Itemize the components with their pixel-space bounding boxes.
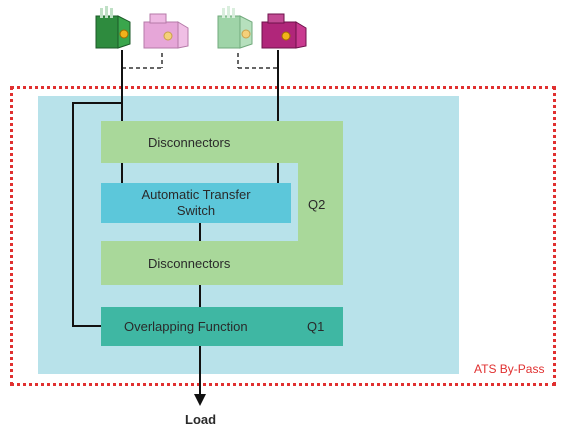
disconnectors-bottom: Disconnectors	[101, 241, 343, 285]
ats-label-line1: Automatic Transfer	[141, 187, 251, 202]
q1-label: Q1	[307, 319, 325, 334]
q2-label: Q2	[308, 197, 326, 212]
motor-operator-pink-icon	[143, 13, 189, 49]
motor-operator-green-faded-icon	[217, 6, 253, 49]
q2-block	[298, 163, 343, 241]
bypass-loop	[72, 102, 122, 327]
load-label: Load	[185, 412, 217, 427]
disconnectors-top: Disconnectors	[101, 121, 343, 163]
disconnectors-top-label: Disconnectors	[148, 134, 231, 150]
ats-label-line2: Switch	[176, 203, 216, 218]
motor-operator-magenta-icon	[261, 13, 307, 49]
overlapping-function: Overlapping Function Q1	[101, 307, 343, 346]
motor-operator-green-icon	[95, 6, 131, 49]
ats-bypass-label: ATS By-Pass	[474, 362, 545, 376]
overlapping-label: Overlapping Function	[124, 319, 248, 334]
automatic-transfer-switch: Automatic Transfer Switch	[101, 183, 291, 223]
load-arrow	[194, 394, 206, 406]
ats-bypass-frame	[10, 86, 556, 386]
disconnectors-bottom-label: Disconnectors	[148, 255, 231, 271]
